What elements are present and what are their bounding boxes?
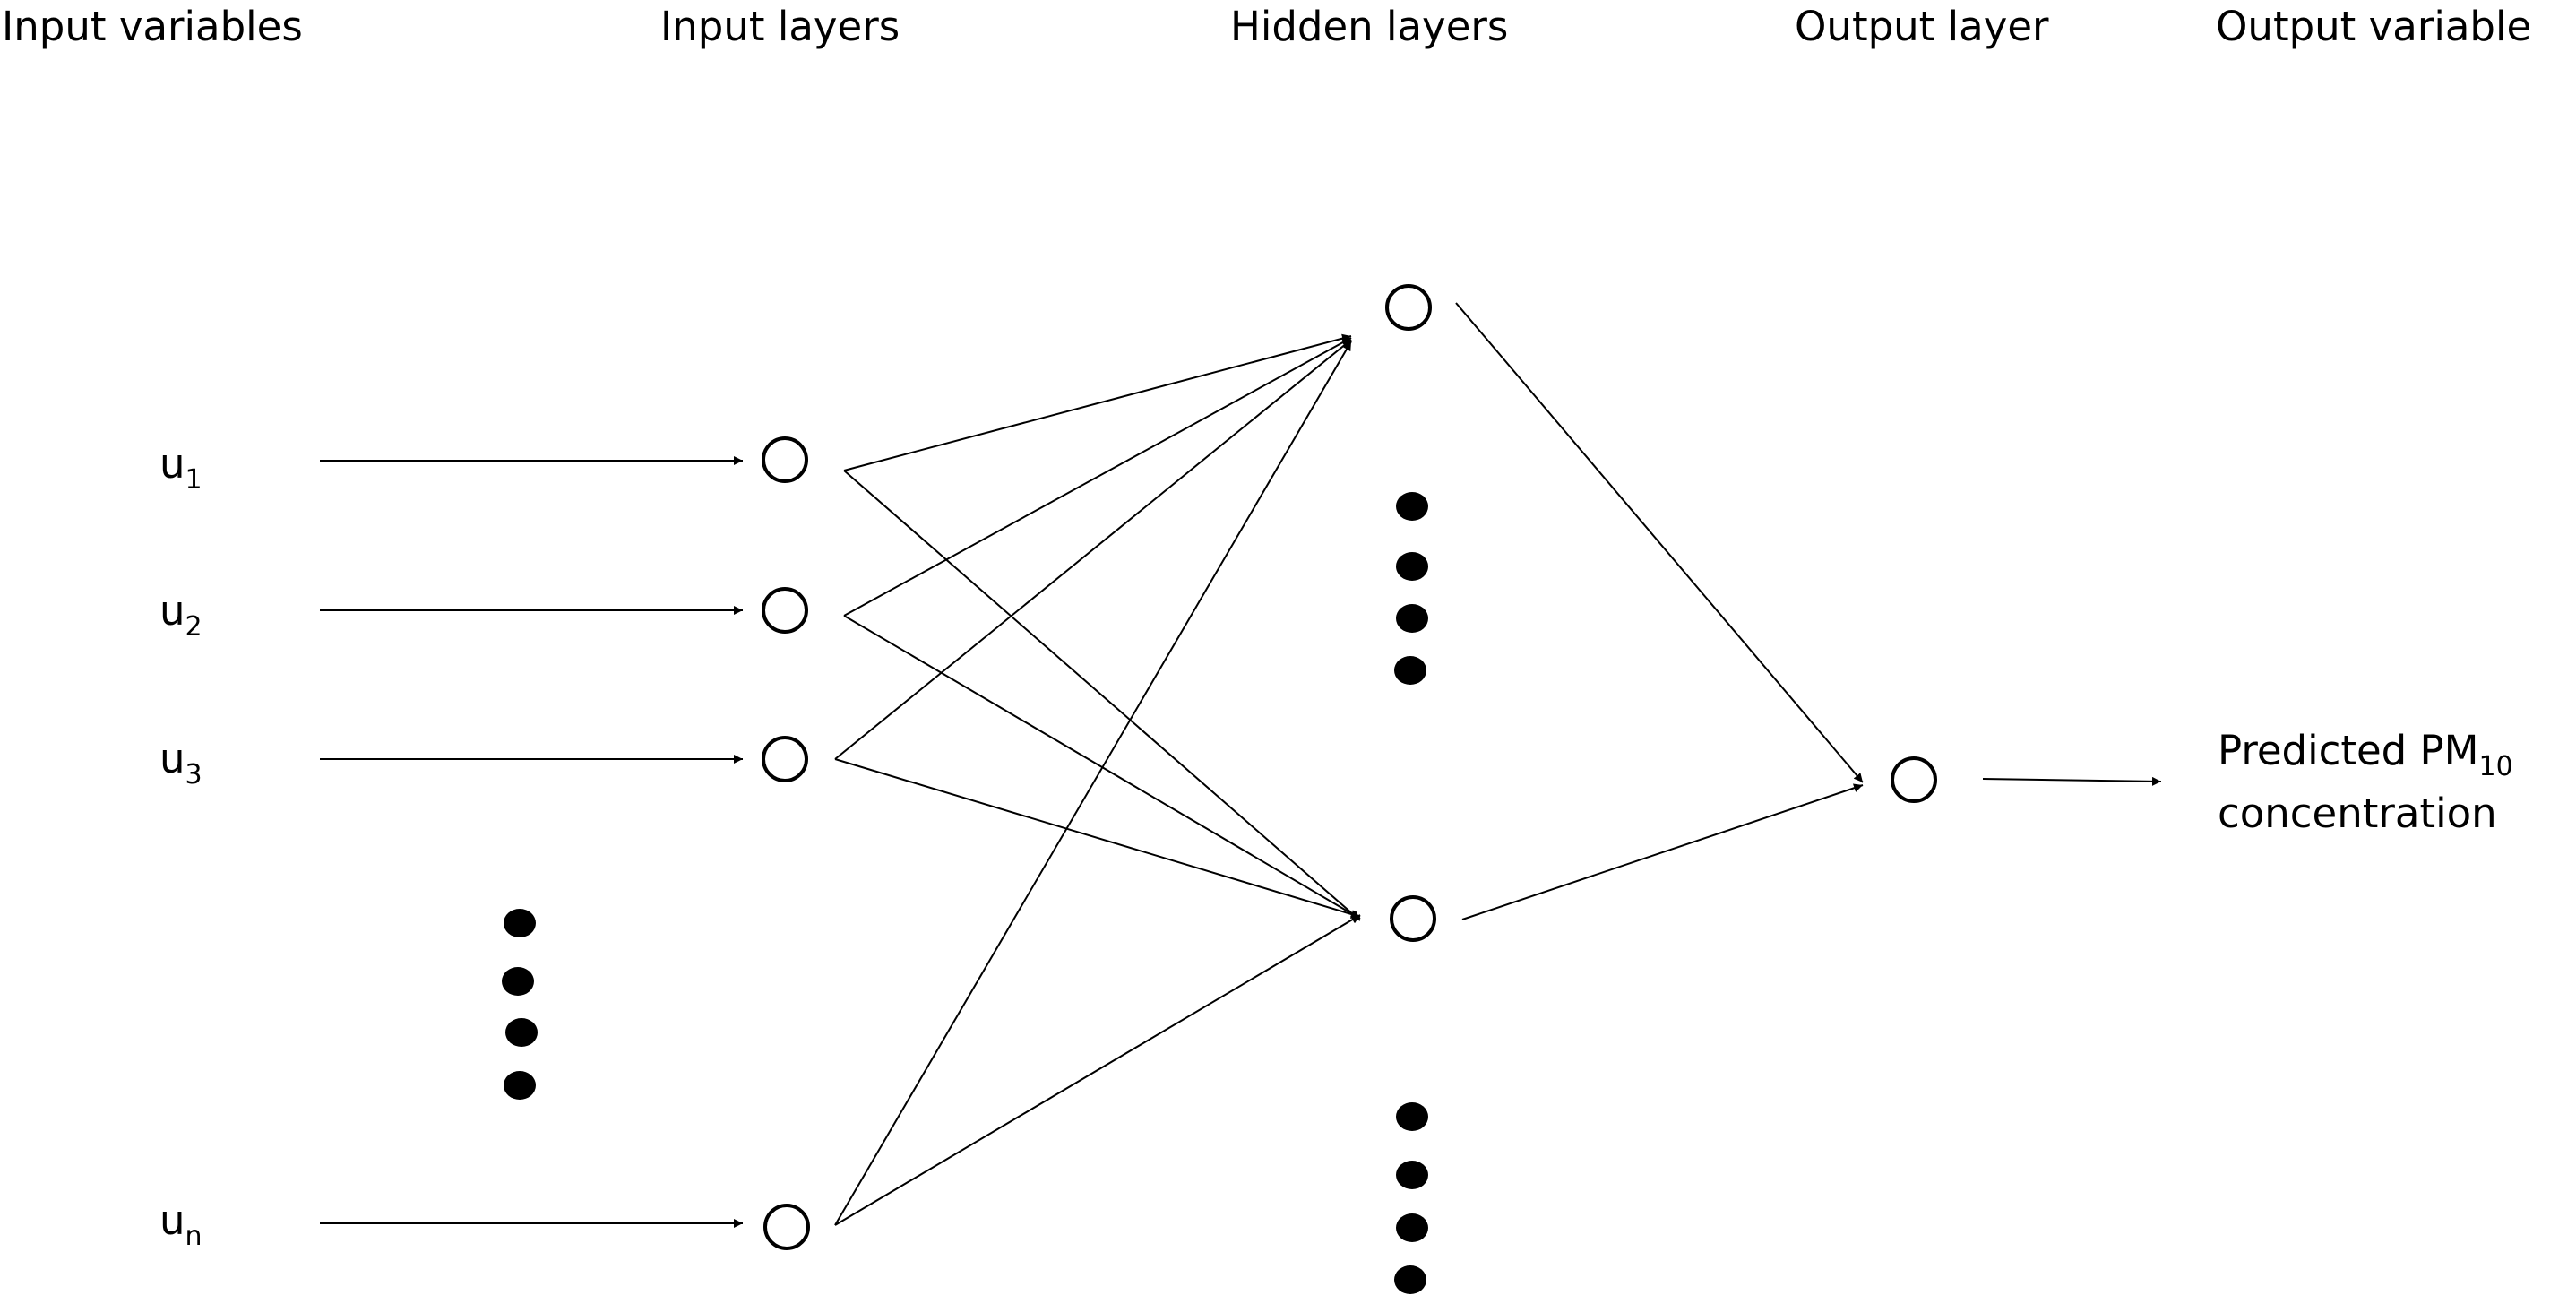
- ellipsis-dot: [1396, 492, 1428, 521]
- connection-edge: [843, 470, 1361, 921]
- input-variable-label: un: [159, 1196, 202, 1252]
- output-arrow: [1982, 776, 2162, 786]
- output-variable-label-line2: concentration: [2218, 790, 2497, 837]
- header-input-layers: Input layers: [660, 3, 900, 50]
- input-node: [762, 436, 808, 483]
- ellipsis-dot: [1396, 604, 1428, 633]
- connection-edge: [843, 615, 1361, 920]
- ellipsis-dot: [505, 1018, 538, 1047]
- connection-edge: [843, 333, 1352, 471]
- hidden-node: [1390, 895, 1436, 942]
- ellipsis-dot: [502, 967, 534, 996]
- ellipsis-dot: [1396, 1161, 1428, 1189]
- header-input-variables: Input variables: [2, 3, 303, 50]
- connection-edge: [834, 758, 1361, 919]
- output-node: [1891, 756, 1937, 803]
- ellipsis-dot: [1394, 1265, 1426, 1294]
- ellipsis-dot: [1396, 552, 1428, 581]
- connection-edge: [843, 337, 1352, 617]
- header-output-variable: Output variable: [2216, 3, 2531, 50]
- header-output-layer: Output layer: [1795, 3, 2049, 50]
- input-node: [762, 587, 808, 634]
- connection-edge: [1455, 302, 1864, 783]
- ellipsis-dot: [504, 1071, 536, 1100]
- ellipsis-dot: [504, 909, 536, 937]
- input-node: [763, 1204, 810, 1250]
- output-variable-label: Predicted PM10: [2218, 727, 2513, 782]
- connection-edge: [1461, 783, 1864, 920]
- input-variable-label: u3: [159, 735, 202, 790]
- hidden-node: [1385, 284, 1432, 331]
- ellipsis-dot: [1396, 1213, 1428, 1242]
- header-hidden-layers: Hidden layers: [1230, 3, 1508, 50]
- input-variable-label: u2: [159, 587, 202, 643]
- ellipsis-dot: [1396, 1102, 1428, 1131]
- input-variable-label: u1: [159, 440, 202, 496]
- connection-edge: [834, 341, 1352, 1226]
- connection-edge: [834, 339, 1352, 760]
- ellipsis-dot: [1394, 656, 1426, 685]
- input-node: [762, 736, 808, 782]
- connection-edge: [834, 914, 1361, 1226]
